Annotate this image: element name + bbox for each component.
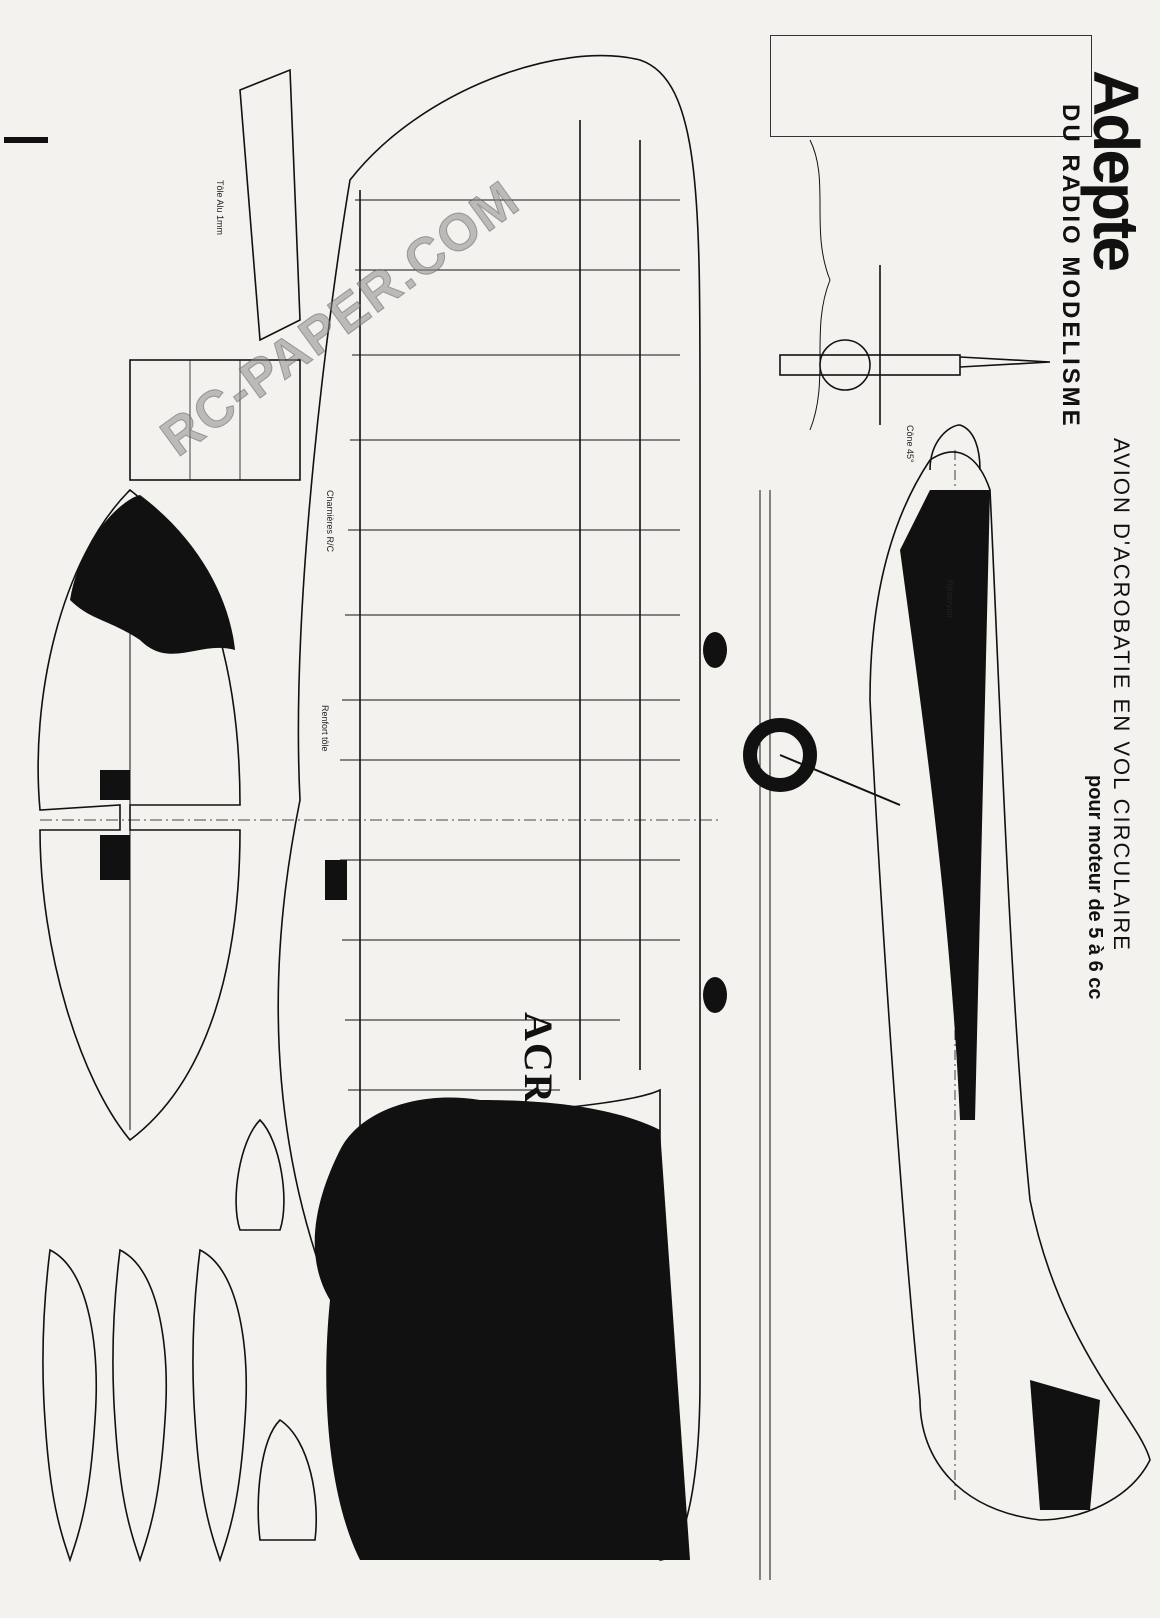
magazine-logo: Adepte	[1080, 70, 1152, 269]
tailplane-black-patch	[70, 495, 235, 654]
fuselage-black-stripe	[900, 490, 990, 1120]
black-block-1	[325, 860, 347, 900]
tailplane-outline	[37, 488, 241, 1142]
wing-ribs	[340, 199, 680, 1091]
spinner	[929, 424, 981, 471]
wing-lettering: ACR	[516, 1012, 561, 1105]
black-block-2	[100, 770, 130, 800]
label-renfort: Renfort tôle	[320, 705, 330, 752]
former-5	[257, 1418, 318, 1541]
label-cone: Cône 45°	[905, 425, 915, 463]
former-1	[42, 1248, 97, 1563]
engine-crankcase	[819, 339, 871, 391]
label-reservoir: Réservoir	[945, 580, 955, 619]
former-2	[112, 1248, 167, 1563]
bill-of-materials	[770, 35, 1092, 137]
article-subhead: pour moteur de 5 à 6 cc	[1084, 775, 1106, 1000]
black-block-3	[100, 835, 130, 880]
engine-mount	[779, 354, 961, 376]
wheel	[743, 718, 817, 792]
page-marker	[4, 137, 48, 143]
label-charnieres: Charnières R/C	[325, 490, 335, 553]
undercarriage-leg	[779, 754, 901, 806]
label-tole-alu: Tôle Alu 1mm	[215, 180, 225, 236]
former-3	[192, 1248, 247, 1563]
fuselage-outline	[869, 451, 1151, 1521]
break-line	[809, 139, 831, 431]
leadout-guide-2	[703, 977, 727, 1013]
tail-black-stripe	[1030, 1380, 1100, 1510]
wing-black-patch	[314, 1097, 690, 1560]
leadout-guide-1	[703, 632, 727, 668]
bellcrank-plate	[239, 68, 301, 342]
article-headline: AVION D'ACROBATIE EN VOL CIRCULAIRE	[1109, 438, 1134, 952]
prop-shaft	[959, 356, 1051, 368]
tank-box	[129, 359, 301, 481]
magazine-subtitle: DU RADIO MODELISME	[1057, 104, 1084, 429]
former-4	[235, 1118, 285, 1231]
